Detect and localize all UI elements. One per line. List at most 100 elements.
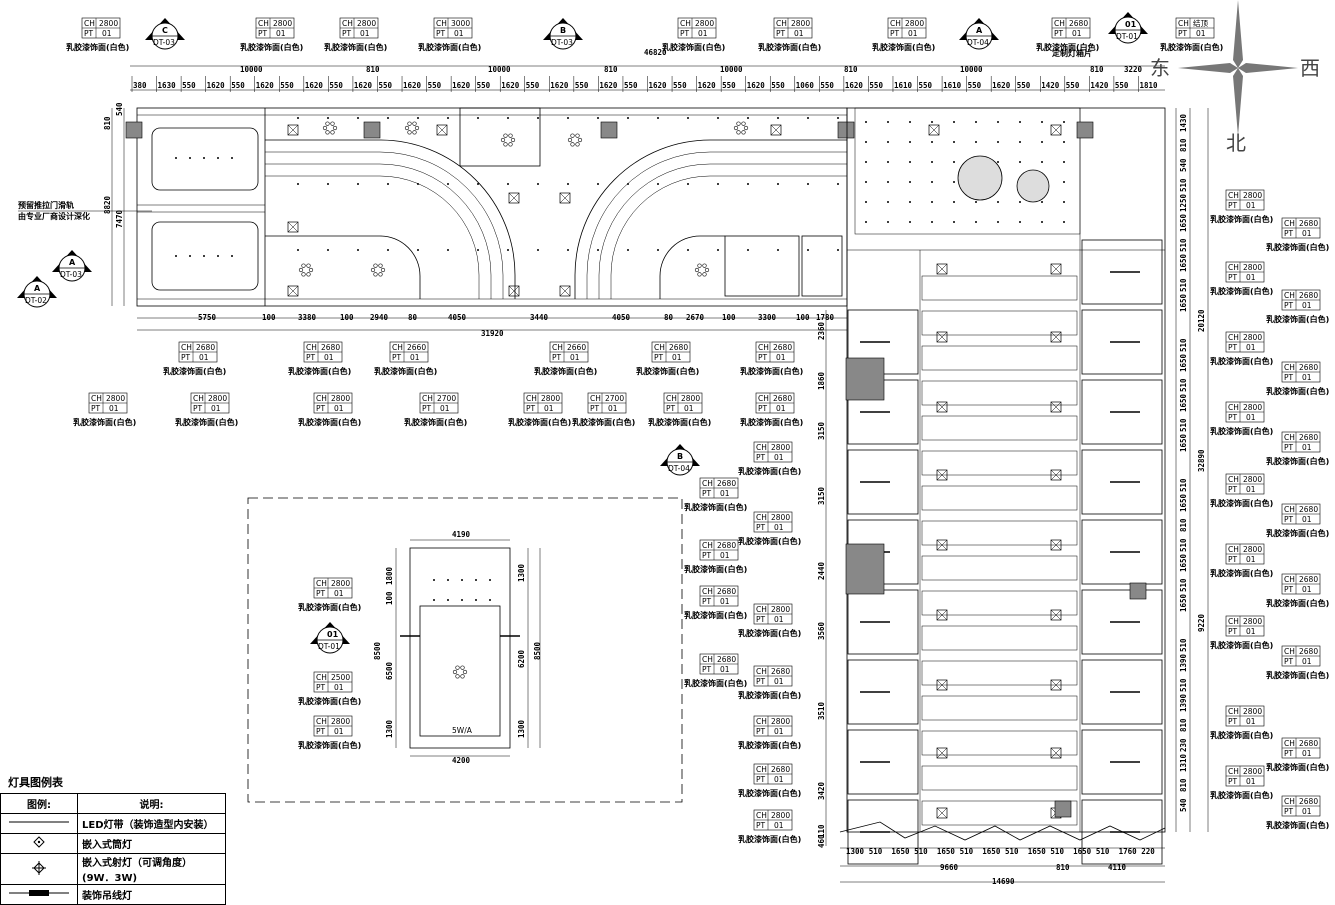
tag-ch-value: 2800 [331, 394, 350, 403]
air-vent [436, 124, 448, 136]
tag-pt-key: PT [758, 404, 768, 413]
tag-ch-value: 2800 [1243, 707, 1262, 716]
air-vent [508, 192, 520, 204]
tag-material-note: 乳胶漆饰面(白色) [738, 536, 801, 546]
dim-top-total: 810 [366, 65, 380, 74]
tag-pt-key: PT [436, 29, 446, 38]
tag-ch-value: 2800 [695, 19, 714, 28]
dim-base-segment: 510 [914, 847, 928, 856]
dim-right-segment: 510 [1179, 538, 1188, 552]
tag-ch-value: 2800 [771, 513, 790, 522]
pendant-light-icon [298, 263, 314, 277]
dim-top-segment: 550 [869, 81, 883, 90]
tag-pt-key: PT [702, 665, 712, 674]
dim-column-segment: 3150 [817, 486, 826, 505]
tag-ch-value: 2800 [1243, 617, 1262, 626]
tag-ch-value: 2800 [331, 717, 350, 726]
tag-pt-key: PT [392, 353, 402, 362]
air-vent [936, 609, 948, 621]
tag-pt-key: PT [1228, 485, 1238, 494]
dim-top-segment: 550 [1017, 81, 1031, 90]
dim-right-segment: 1310 [1179, 753, 1188, 772]
dim-bottom-segment: 1780 [816, 313, 835, 322]
section-mark-icon: BDT-03 [543, 18, 583, 50]
legend-title: 灯具图例表 [8, 776, 63, 789]
dim-base-total: 810 [1056, 863, 1070, 872]
tag-material-note: 乳胶漆饰面(白色) [163, 366, 226, 376]
tag-pt-value: 01 [1246, 413, 1256, 422]
tag-ch-key: CH [758, 394, 769, 403]
dim-top-segment: 1620 [649, 81, 668, 90]
tag-material-note: 乳胶漆饰面(白色) [662, 42, 725, 52]
tag-pt-key: PT [258, 29, 268, 38]
tag-material-note: 乳胶漆饰面(白色) [572, 417, 635, 427]
section-mark-letter: B [560, 26, 566, 35]
dim-top-segment: 1620 [845, 81, 864, 90]
detail-dim-bottom: 4200 [452, 756, 471, 765]
tag-material-note: 乳胶漆饰面(白色) [1036, 42, 1099, 52]
dim-left-2: 540 [115, 102, 124, 116]
dim-top-segment: 550 [1115, 81, 1129, 90]
tag-pt-key: PT [552, 353, 562, 362]
tag-pt-key: PT [342, 29, 352, 38]
tag-pt-key: PT [1228, 777, 1238, 786]
tag-material-note: 乳胶漆饰面(白色) [1210, 790, 1273, 800]
tag-ch-key: CH [756, 443, 767, 452]
tag-material-note: 乳胶漆饰面(白色) [534, 366, 597, 376]
dim-column-segment: 3510 [817, 701, 826, 720]
air-vent [559, 285, 571, 297]
dim-bottom-segment: 4050 [448, 313, 467, 322]
dim-base-segment: 1300 [846, 847, 865, 856]
air-vent [936, 263, 948, 275]
tag-pt-key: PT [1284, 585, 1294, 594]
dim-top-total: 10000 [488, 65, 511, 74]
tag-material-note: 乳胶漆饰面(白色) [404, 417, 467, 427]
tag-material-note: 乳胶漆饰面(白色) [636, 366, 699, 376]
section-mark-ref: DT-04 [668, 464, 690, 473]
dim-base-segment: 510 [960, 847, 974, 856]
lighting-legend: 灯具图例表 图例: 说明: LED灯带（装饰造型内安装） 嵌入式筒灯 嵌入式射灯… [0, 774, 226, 905]
tag-pt-value: 01 [1302, 585, 1312, 594]
dim-right-segment: 540 [1179, 798, 1188, 812]
tag-ch-key: CH [1054, 19, 1065, 28]
tag-pt-key: PT [756, 775, 766, 784]
tag-material-note: 乳胶漆饰面(白色) [738, 690, 801, 700]
pendant-light-icon [733, 121, 749, 135]
section-mark-ref: DT-03 [153, 38, 175, 47]
tag-ch-value: 2800 [1243, 263, 1262, 272]
tag-ch-value: 2800 [1243, 403, 1262, 412]
tag-material-note: 乳胶漆饰面(白色) [1266, 386, 1329, 396]
tag-pt-key: PT [1284, 749, 1294, 758]
compass-east-label: 东 [1150, 56, 1170, 80]
legend-row: LED灯带（装饰造型内安装） [0, 813, 226, 834]
tag-pt-key: PT [654, 353, 664, 362]
air-vent [770, 124, 782, 136]
tag-pt-value: 01 [544, 404, 554, 413]
tag-material-note: 乳胶漆饰面(白色) [298, 696, 361, 706]
tag-pt-value: 01 [410, 353, 420, 362]
tag-pt-key: PT [776, 29, 786, 38]
tag-material-note: 乳胶漆饰面(白色) [1210, 214, 1273, 224]
tag-pt-value: 01 [334, 404, 344, 413]
section-mark-icon: ADT-02 [17, 276, 57, 308]
dim-right-segment: 510 [1179, 278, 1188, 292]
tag-pt-key: PT [181, 353, 191, 362]
tag-pt-value: 01 [774, 523, 784, 532]
tag-ch-key: CH [1284, 363, 1295, 372]
tag-ch-value: 2680 [717, 541, 736, 550]
dim-base-segment: 1760 [1119, 847, 1138, 856]
air-vent [936, 539, 948, 551]
dim-top-segment: 550 [820, 81, 834, 90]
air-vent [287, 124, 299, 136]
dim-top-segment: 1620 [403, 81, 422, 90]
dim-right-segment: 810 [1179, 778, 1188, 792]
dim-right-segment: 1430 [1179, 113, 1188, 132]
dim-top-total: 10000 [720, 65, 743, 74]
tag-ch-value: 2700 [437, 394, 456, 403]
